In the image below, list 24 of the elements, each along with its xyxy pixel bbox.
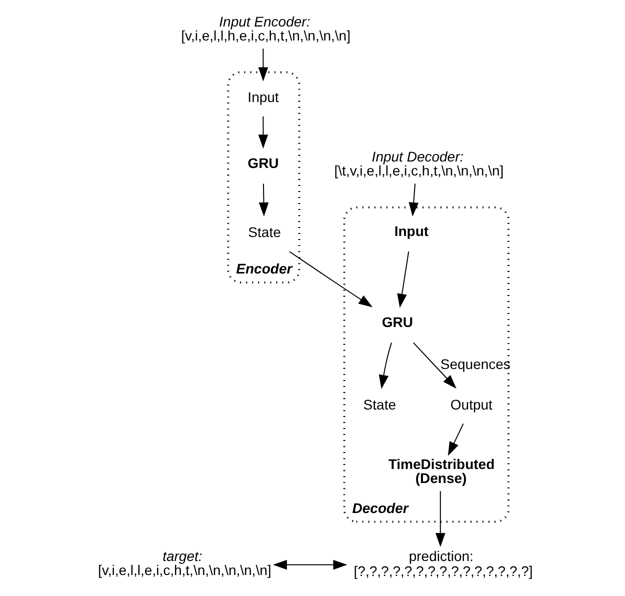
- arrow: [397, 251, 410, 308]
- arrow: [258, 116, 268, 149]
- node-text: TimeDistributed (Dense): [388, 456, 495, 486]
- node-text: Input Decoder: [\t,v,i,e,l,l,e,i,c,h,t,\n,\n,\n,\n]: [334, 148, 504, 179]
- node-text: Input: [394, 223, 429, 240]
- arrow: [408, 183, 419, 216]
- arrow: [412, 342, 456, 389]
- node-text: target: [v,i,e,l,l,e,i,c,h,t,\n,\n,\n,\n,\n]: [98, 548, 272, 578]
- node-text: prediction: [?,?,?,?,?,?,?,?,?,?,?,?,?,?,?]: [354, 548, 533, 580]
- arrow: [378, 342, 392, 390]
- node-text: GRU: [248, 155, 279, 172]
- arrow: [258, 183, 269, 216]
- node-text: Output: [450, 396, 492, 412]
- arrow: [288, 251, 373, 308]
- arrow: [258, 48, 268, 82]
- arrow: [272, 560, 348, 570]
- arrow: [435, 490, 446, 548]
- node-text: Input Encoder: [v,i,e,l,l,h,e,i,c,h,t,\n,\n,\n,\n]: [181, 13, 350, 44]
- node-text: GRU: [382, 314, 413, 330]
- arrow: [448, 423, 464, 456]
- node-text: State: [248, 224, 281, 240]
- node-text: Input: [248, 88, 279, 105]
- edge-label: Sequences: [440, 356, 510, 372]
- node-text: State: [363, 396, 396, 412]
